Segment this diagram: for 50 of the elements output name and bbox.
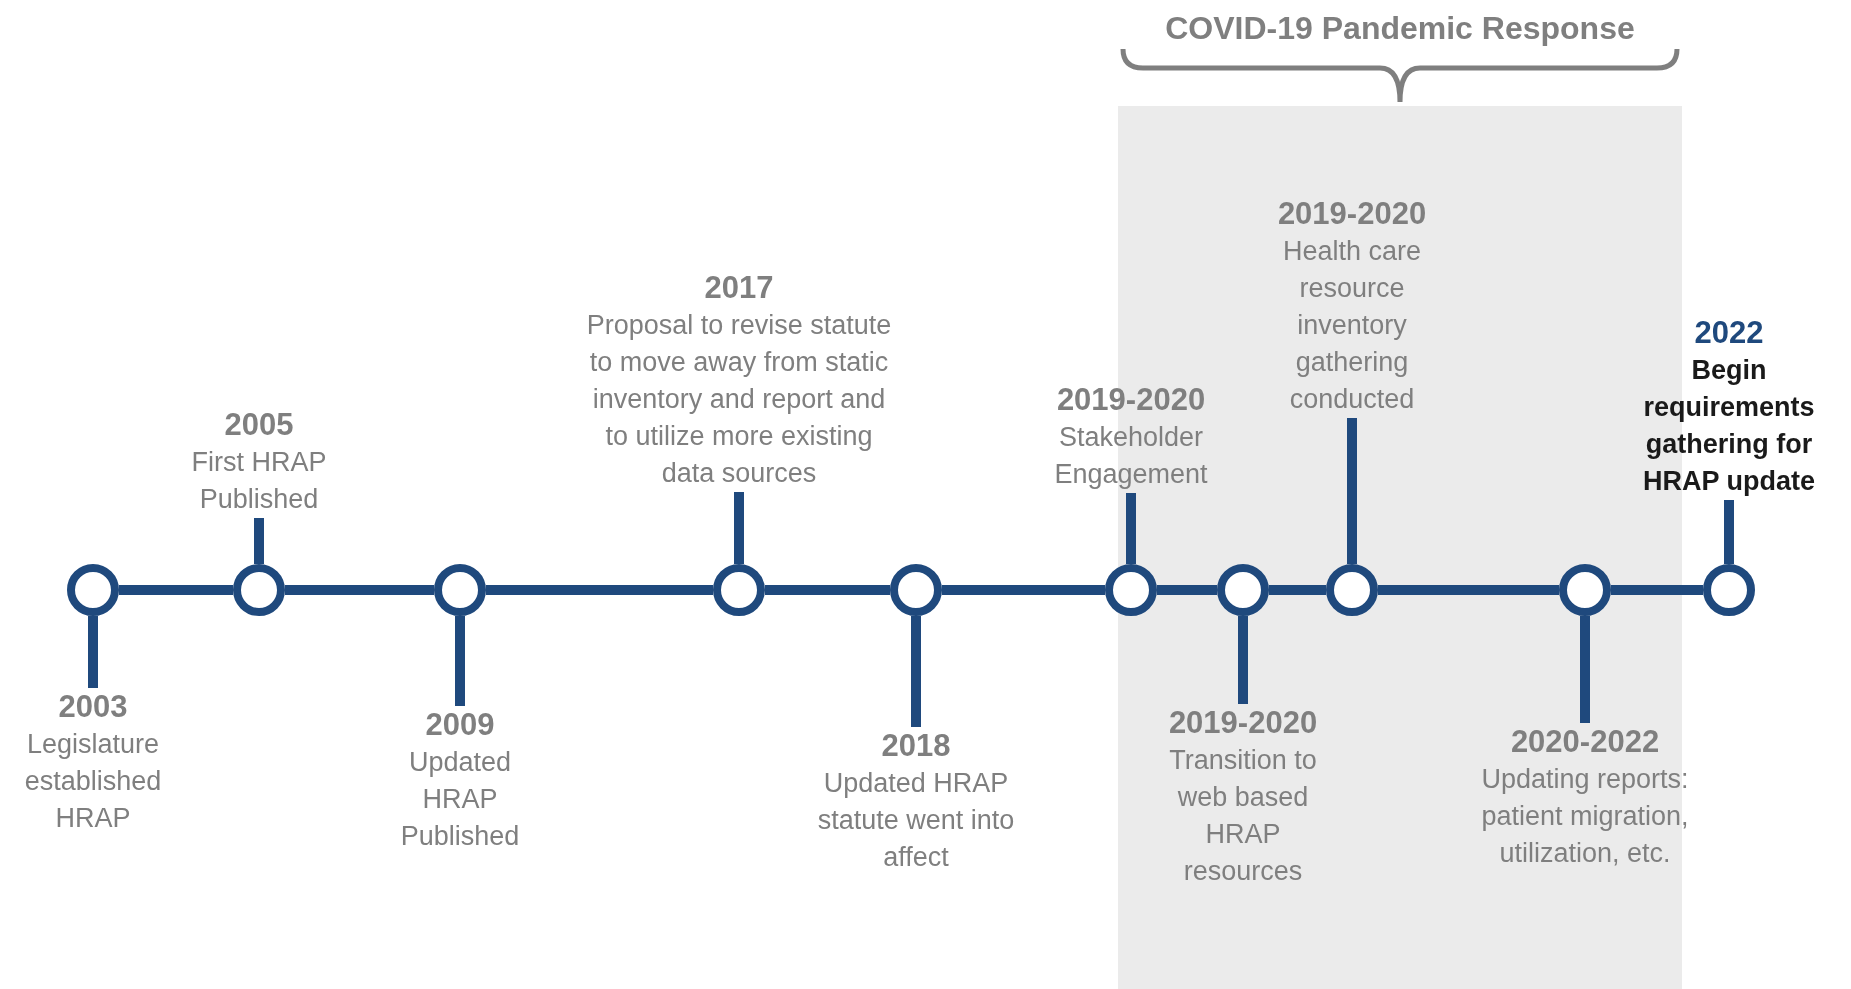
timeline-marker: [890, 564, 942, 616]
timeline-segment: [119, 585, 233, 595]
event-description: Proposal to revise statute to move away from static inventory and report and to utilize more existing data sources: [585, 309, 893, 490]
year-label: 2018: [880, 727, 952, 765]
timeline-marker: [1559, 564, 1611, 616]
year-label: 2005: [223, 406, 295, 444]
timeline-marker: [434, 564, 486, 616]
connector-line: [1126, 493, 1136, 564]
connector-line: [88, 616, 98, 688]
timeline-marker: [233, 564, 285, 616]
event-description: Stakeholder Engagement: [1053, 421, 1209, 491]
year-label: 2019-2020: [1055, 381, 1207, 419]
year-label: 2003: [57, 688, 129, 726]
event-description: Updated HRAP statute went into affect: [816, 767, 1016, 874]
timeline-segment: [1269, 585, 1326, 595]
connector-line: [911, 616, 921, 727]
connector-line: [1580, 616, 1590, 723]
timeline-marker: [1105, 564, 1157, 616]
event-description: First HRAP Published: [190, 446, 328, 516]
year-label: 2009: [424, 706, 496, 744]
timeline-segment: [942, 585, 1105, 595]
connector-line: [1238, 616, 1248, 704]
timeline-marker: [1217, 564, 1269, 616]
timeline-marker: [1326, 564, 1378, 616]
event-description: Legislature established HRAP: [23, 728, 163, 835]
event-description: Transition to web based HRAP resources: [1168, 744, 1318, 888]
event-description: Health care resource inventory gathering conducted: [1281, 235, 1423, 416]
event-description: Updating reports: patient migration, utilization, etc.: [1480, 763, 1690, 870]
timeline-segment: [285, 585, 434, 595]
year-label: 2019-2020: [1167, 704, 1319, 742]
connector-line: [734, 492, 744, 564]
year-label: 2019-2020: [1276, 195, 1428, 233]
year-label: 2017: [703, 269, 775, 307]
connector-line: [455, 616, 465, 706]
timeline-marker: [67, 564, 119, 616]
event-description: Begin requirements gathering for HRAP update: [1642, 354, 1816, 498]
timeline-marker: [1703, 564, 1755, 616]
timeline-segment: [1157, 585, 1217, 595]
connector-line: [1724, 500, 1734, 564]
timeline-segment: [1378, 585, 1559, 595]
timeline-segment: [765, 585, 890, 595]
connector-line: [254, 518, 264, 564]
event-description: Updated HRAP Published: [399, 746, 521, 853]
section-heading: COVID-19 Pandemic Response: [1164, 9, 1636, 48]
timeline-marker: [713, 564, 765, 616]
connector-line: [1347, 418, 1357, 564]
timeline-segment: [486, 585, 713, 595]
year-label: 2020-2022: [1509, 723, 1661, 761]
year-label: 2022: [1693, 314, 1765, 352]
timeline-segment: [1611, 585, 1703, 595]
